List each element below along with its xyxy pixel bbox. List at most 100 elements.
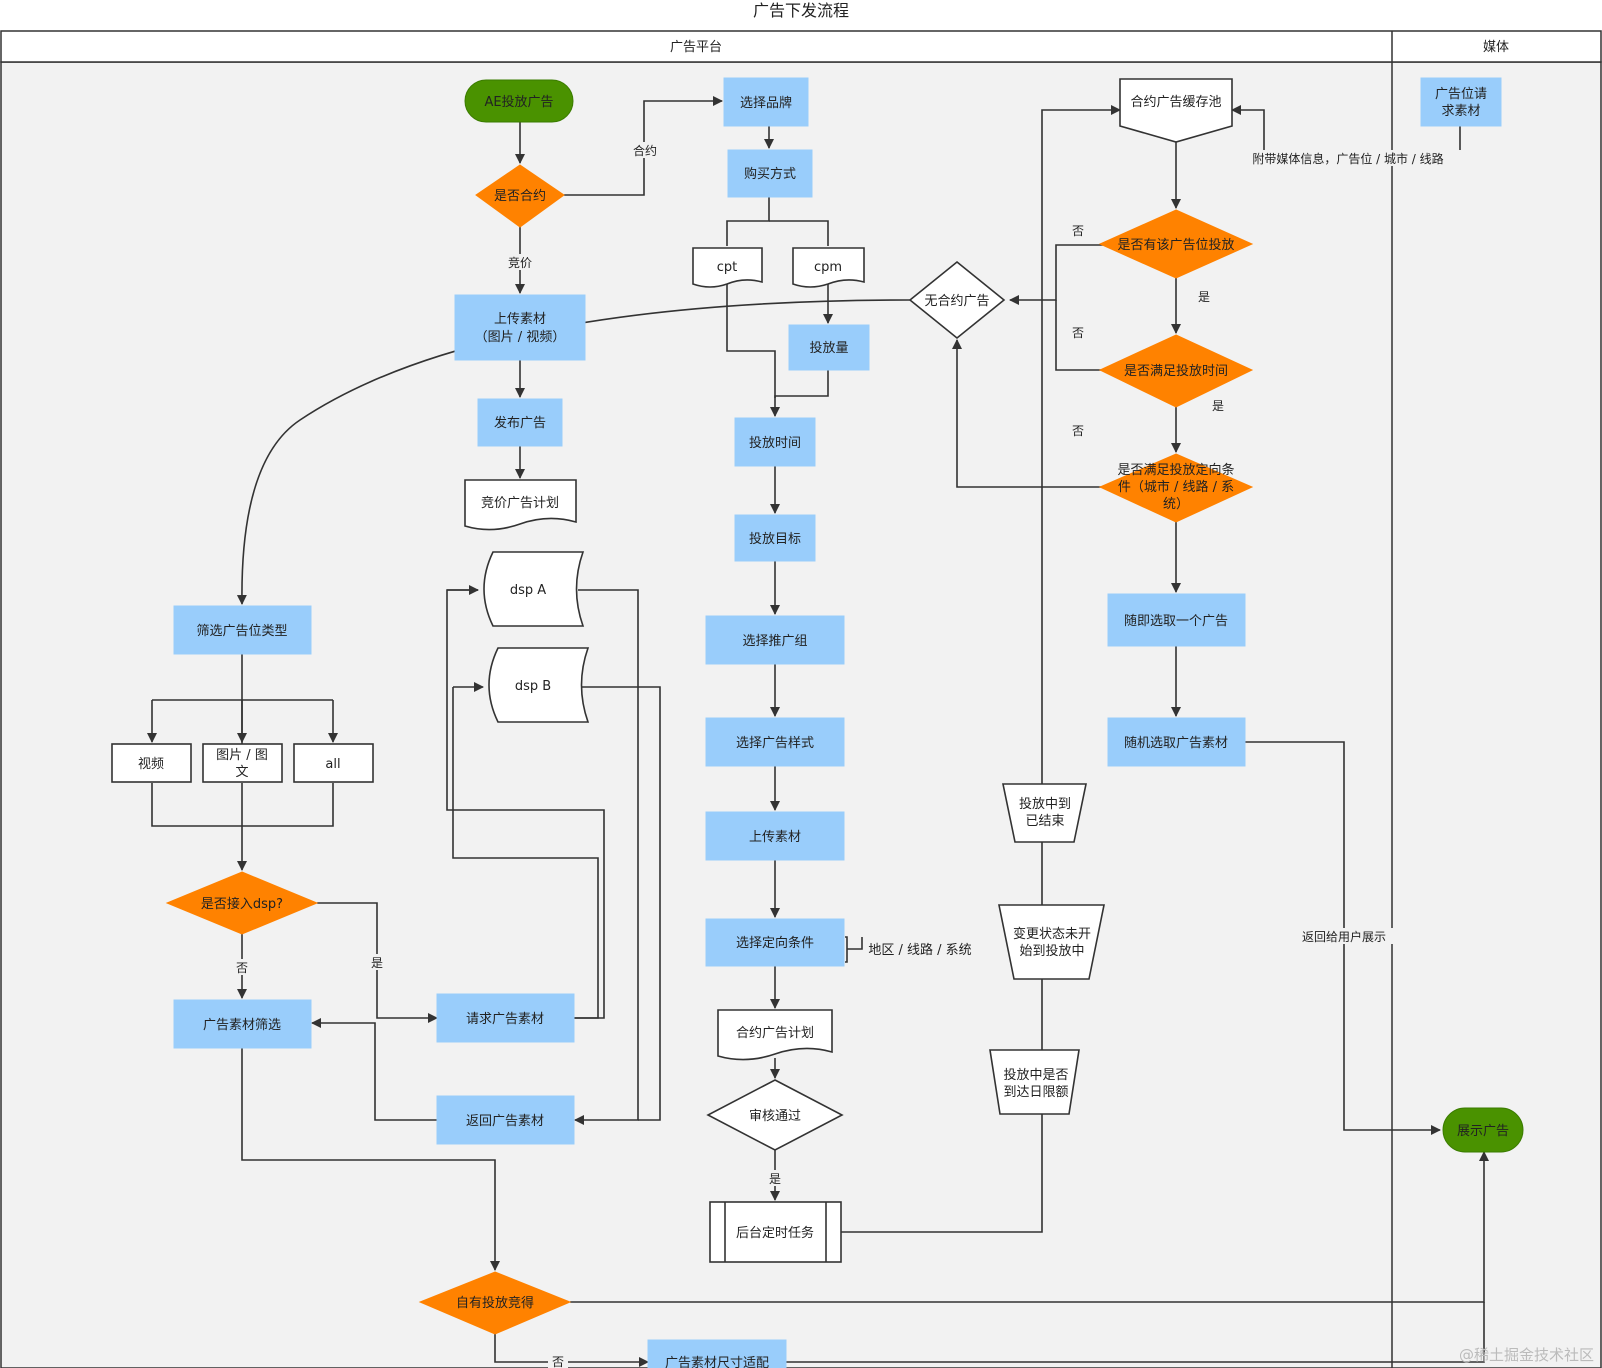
svg-text:dsp B: dsp B [515, 679, 551, 694]
daily-limit-note: 投放中是否 到达日限额 [989, 1049, 1080, 1115]
lane-platform-label: 广告平台 [670, 40, 722, 55]
svg-text:选择推广组: 选择推广组 [742, 634, 807, 649]
edge-labels: 合约 竞价 附带媒体信息，广告位 / 城市 / 线路 否 否 否 是 是 是 是… [230, 142, 1462, 1368]
upload-material-node-2: 上传素材 [705, 811, 845, 861]
svg-text:统）: 统） [1163, 497, 1189, 512]
svg-text:合约广告缓存池: 合约广告缓存池 [1130, 95, 1221, 110]
cpm-node: cpm [792, 247, 865, 288]
svg-text:AE投放广告: AE投放广告 [484, 94, 553, 110]
svg-text:随机选取广告素材: 随机选取广告素材 [1124, 736, 1228, 751]
edge-label-return-user: 返回给用户展示 [1302, 929, 1386, 944]
lane-header [0, 30, 1602, 63]
svg-text:是否满足投放时间: 是否满足投放时间 [1124, 363, 1228, 379]
watermark: @稀土掘金技术社区 [1459, 1346, 1594, 1364]
svg-text:展示广告: 展示广告 [1457, 1124, 1509, 1139]
connectors [147, 96, 1489, 1367]
svg-text:返回广告素材: 返回广告素材 [466, 1114, 544, 1129]
svg-text:竞价广告计划: 竞价广告计划 [481, 495, 559, 511]
ended-note: 投放中到 已结束 [1002, 783, 1087, 843]
filter-slot-type-node: 筛选广告位类型 [173, 605, 312, 655]
svg-text:后台定时任务: 后台定时任务 [736, 1225, 814, 1241]
upload-material-node-1: 上传素材 （图片 / 视频） [454, 294, 586, 361]
svg-text:是否有该广告位投放: 是否有该广告位投放 [1117, 237, 1234, 253]
svg-text:始到投放中: 始到投放中 [1019, 943, 1084, 959]
random-ad-node: 随即选取一个广告 [1107, 593, 1246, 647]
svg-text:投放中到: 投放中到 [1019, 796, 1071, 812]
select-targeting-node: 选择定向条件 [705, 918, 845, 967]
svg-text:广告位请: 广告位请 [1435, 87, 1487, 102]
edge-label-no-3: 否 [1072, 424, 1084, 438]
diagram-title: 广告下发流程 [753, 1, 849, 20]
edge-label-yes-2: 是 [1212, 399, 1224, 413]
cpt-node: cpt [692, 247, 763, 288]
review-pass-decision: 审核通过 [706, 1079, 844, 1151]
svg-text:自有投放竞得: 自有投放竞得 [456, 1295, 534, 1311]
bid-plan-node: 竞价广告计划 [464, 479, 577, 531]
svg-text:请求广告素材: 请求广告素材 [466, 1012, 544, 1027]
random-material-node: 随机选取广告素材 [1107, 717, 1246, 767]
edge-label-contract: 合约 [633, 143, 657, 158]
svg-text:发布广告: 发布广告 [494, 415, 546, 431]
select-style-node: 选择广告样式 [705, 717, 845, 767]
svg-text:求素材: 求素材 [1441, 104, 1480, 119]
svg-text:选择品牌: 选择品牌 [740, 95, 792, 111]
own-bid-decision: 自有投放竞得 [418, 1271, 572, 1335]
media-request-node: 广告位请 求素材 [1420, 77, 1502, 127]
edge-label-dsp-no: 否 [236, 961, 248, 975]
contract-plan-node: 合约广告计划 [717, 1009, 833, 1061]
svg-text:是否合约: 是否合约 [494, 189, 546, 204]
svg-text:审核通过: 审核通过 [749, 1109, 801, 1124]
svg-text:变更状态未开: 变更状态未开 [1013, 926, 1091, 942]
purchase-method-node: 购买方式 [727, 149, 813, 198]
svg-text:cpt: cpt [717, 260, 738, 275]
svg-text:无合约广告: 无合约广告 [924, 294, 989, 309]
svg-text:文: 文 [235, 765, 248, 780]
edge-label-media-info: 附带媒体信息，广告位 / 城市 / 线路 [1252, 151, 1443, 166]
cache-pool-node: 合约广告缓存池 [1119, 78, 1233, 143]
edge-label-size-no: 否 [552, 1355, 564, 1368]
svg-text:到达日限额: 到达日限额 [1003, 1085, 1068, 1100]
meets-targeting-decision: 是否满足投放定向条 件（城市 / 线路 / 系 统） [1098, 453, 1254, 523]
svg-text:合约广告计划: 合约广告计划 [736, 1026, 814, 1041]
has-slot-decision: 是否有该广告位投放 [1098, 209, 1254, 279]
meets-time-decision: 是否满足投放时间 [1098, 334, 1254, 408]
svg-text:筛选广告位类型: 筛选广告位类型 [196, 624, 287, 639]
svg-text:上传素材: 上传素材 [749, 830, 801, 845]
svg-text:投放中是否: 投放中是否 [1003, 1067, 1068, 1083]
volume-node: 投放量 [788, 324, 870, 371]
svg-text:广告素材筛选: 广告素材筛选 [203, 1018, 281, 1033]
size-adapt-node: 广告素材尺寸适配 [647, 1339, 787, 1368]
svg-text:投放时间: 投放时间 [749, 435, 801, 451]
select-group-node: 选择推广组 [705, 615, 845, 665]
svg-text:图片 / 图: 图片 / 图 [216, 748, 268, 763]
svg-text:是否接入dsp?: 是否接入dsp? [201, 896, 283, 912]
request-material-node: 请求广告素材 [436, 993, 575, 1043]
edge-label-no-1: 否 [1072, 224, 1084, 238]
svg-text:件（城市 / 线路 / 系: 件（城市 / 线路 / 系 [1118, 479, 1234, 495]
svg-text:（图片 / 视频）: （图片 / 视频） [475, 330, 566, 345]
edge-label-dsp-yes: 是 [371, 956, 383, 970]
video-node: 视频 [111, 743, 192, 783]
svg-text:是否满足投放定向条: 是否满足投放定向条 [1117, 462, 1234, 478]
is-contract-decision: 是否合约 [475, 164, 565, 228]
svg-text:投放量: 投放量 [809, 340, 848, 356]
edge-label-no-2: 否 [1072, 326, 1084, 340]
svg-text:视频: 视频 [138, 757, 164, 772]
lane-media-label: 媒体 [1483, 40, 1509, 55]
delivery-target-node: 投放目标 [734, 514, 816, 562]
show-ad-node: 展示广告 [1442, 1107, 1524, 1153]
material-filter-node: 广告素材筛选 [173, 999, 312, 1049]
svg-text:选择定向条件: 选择定向条件 [736, 935, 814, 951]
all-node: all [293, 743, 374, 783]
dsp-access-decision: 是否接入dsp? [165, 871, 319, 935]
return-material-node: 返回广告素材 [436, 1095, 575, 1145]
choose-brand-node: 选择品牌 [723, 77, 809, 127]
svg-text:广告素材尺寸适配: 广告素材尺寸适配 [665, 1356, 769, 1368]
svg-text:上传素材: 上传素材 [494, 312, 546, 327]
start-node: AE投放广告 [464, 79, 574, 123]
svg-text:购买方式: 购买方式 [744, 166, 796, 182]
svg-text:选择广告样式: 选择广告样式 [736, 736, 814, 751]
svg-text:all: all [325, 757, 340, 772]
edge-label-bidding: 竞价 [508, 256, 532, 270]
